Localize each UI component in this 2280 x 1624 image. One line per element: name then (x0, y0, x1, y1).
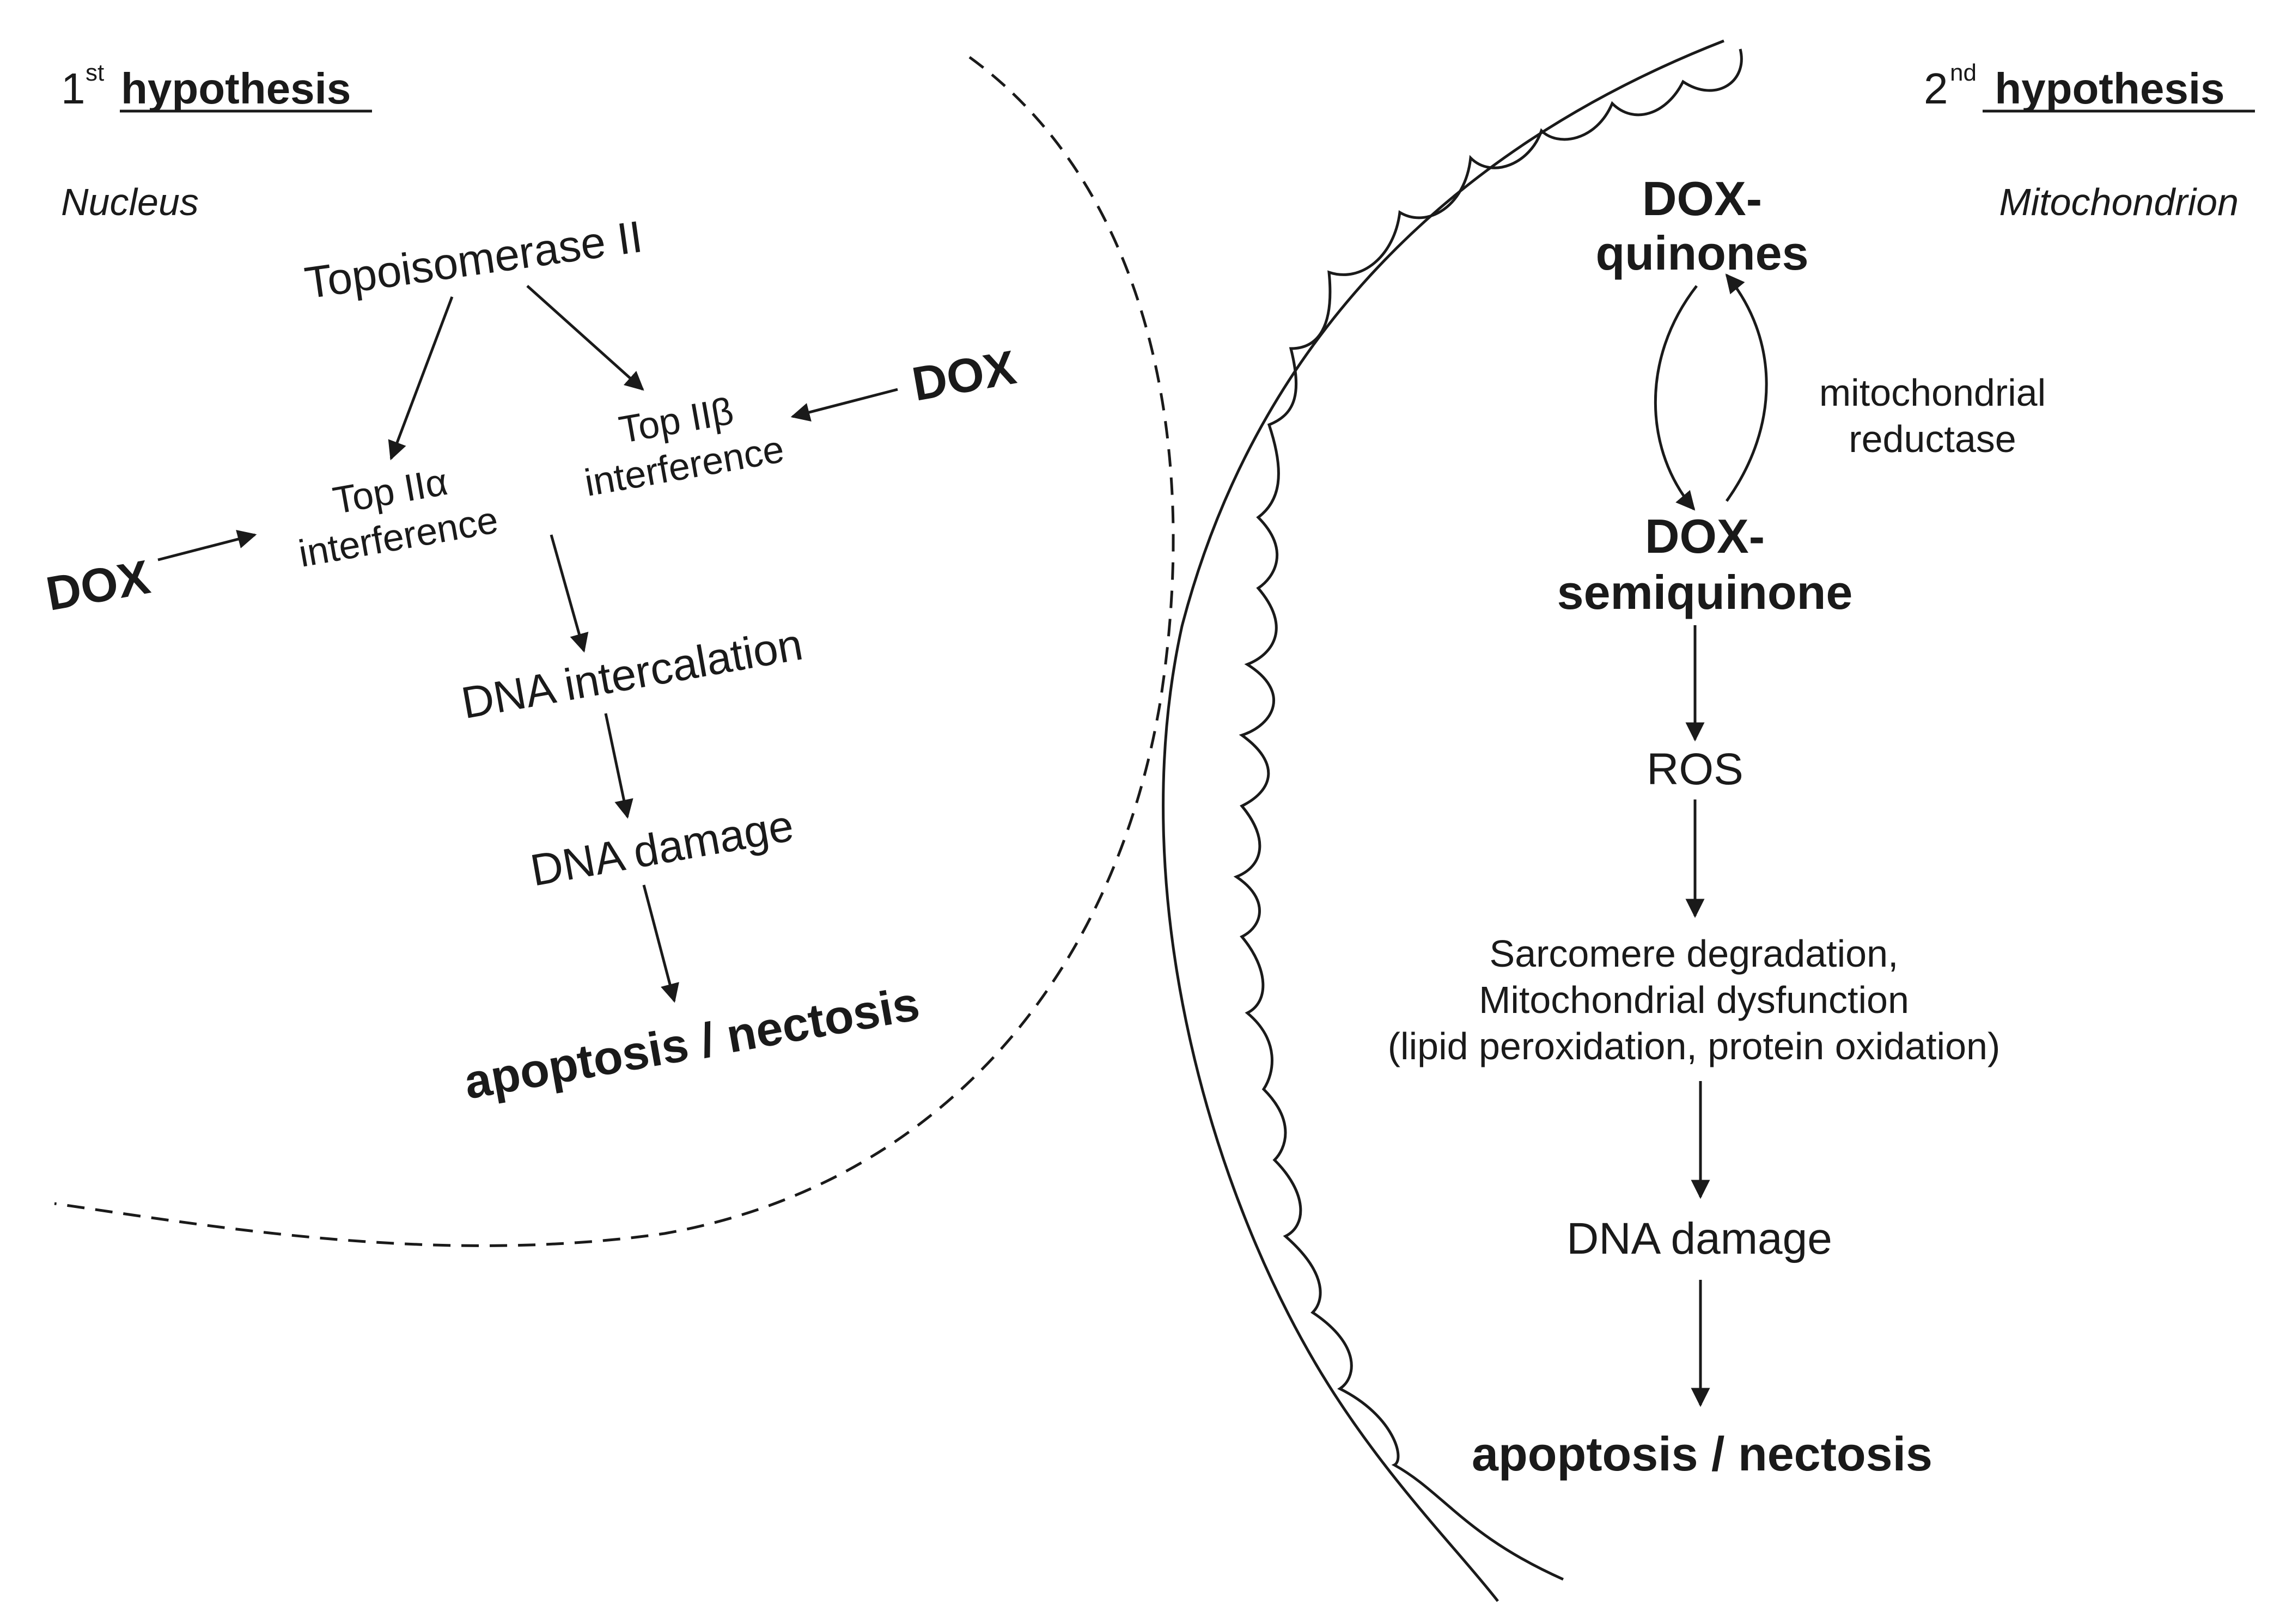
arrow-damage-to-apoptosis-left (642, 884, 679, 1003)
node-dna-intercalation: DNA intercalation (458, 620, 807, 729)
node-dna-damage-left: DNA damage (527, 801, 797, 895)
left-heading-word: hypothesis (121, 64, 351, 113)
right-heading-word: hypothesis (1983, 64, 2225, 113)
node-dox-quinones-line1: DOX- (1642, 172, 1762, 225)
right-heading-sup: nd (1950, 59, 1977, 86)
left-compartment-label: Nucleus (61, 181, 199, 223)
node-ros: ROS (1647, 744, 1743, 794)
node-sarcomere-line1: Sarcomere degradation, (1490, 932, 1899, 975)
mitochondrion-outer-membrane (1162, 39, 1724, 1602)
arrow-dox-to-top2a (157, 529, 257, 561)
arrow-quinones-to-semiquinone (1654, 285, 1698, 511)
node-dna-damage-right: DNA damage (1566, 1214, 1832, 1263)
node-topoisomerase-ii: Topoisomerase II (302, 212, 645, 308)
left-heading-sup: st (86, 59, 104, 86)
mitochondrion-inner-membrane (1233, 48, 1743, 1581)
label-reductase-line2: reductase (1849, 418, 2016, 460)
arrow-topo-to-top2a (388, 296, 454, 461)
node-sarcomere-line3: (lipid peroxidation, protein oxidation) (1388, 1025, 2001, 1067)
node-dox-upper: DOX (908, 340, 1020, 411)
node-dox-semiquinone-line2: semiquinone (1557, 565, 1853, 619)
node-apoptosis-right: apoptosis / nectosis (1472, 1427, 1932, 1481)
node-sarcomere-line2: Mitochondrial dysfunction (1479, 979, 1909, 1021)
node-dox-lower: DOX (42, 550, 154, 621)
nucleus-boundary (54, 56, 1175, 1247)
arrow-topo-to-top2b (526, 285, 644, 391)
arrow-intercalation-to-damage (604, 713, 633, 819)
right-compartment-label: Mitochondrion (1999, 181, 2239, 223)
right-heading-prefix: 2 (1924, 64, 1948, 113)
label-reductase-line1: mitochondrial (1819, 371, 2046, 414)
node-apoptosis-left: apoptosis / nectosis (460, 976, 923, 1109)
node-dox-semiquinone-line1: DOX- (1645, 509, 1765, 563)
left-heading-prefix: 1 (61, 64, 86, 113)
arrow-top2-to-intercalation (550, 534, 589, 653)
arrow-dox-to-top2b (790, 388, 898, 422)
node-dox-quinones-line2: quinones (1595, 226, 1808, 280)
arrow-semiquinone-to-quinones (1725, 273, 1768, 502)
